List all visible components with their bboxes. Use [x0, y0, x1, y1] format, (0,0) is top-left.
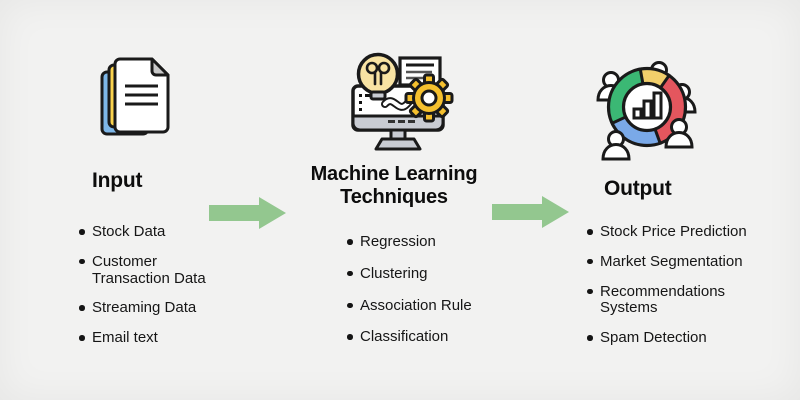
list-item: Email text [78, 329, 218, 347]
list-item: Spam Detection [586, 329, 771, 347]
output-section-title: Output [604, 177, 672, 200]
list-item: Streaming Data [78, 300, 218, 317]
monitor-bezel-dashes [388, 120, 415, 123]
bar-chart-icon [632, 91, 663, 120]
output-list: Stock Price Prediction Market Segmentati… [586, 223, 771, 360]
list-item: Classification [346, 329, 496, 346]
documents-stack-icon [100, 57, 170, 136]
list-item: Stock Price Prediction [586, 223, 771, 241]
list-item: Customer Transaction Data [78, 253, 218, 288]
list-item: Regression [346, 233, 496, 251]
ml-section-title: Machine Learning Techniques [310, 163, 478, 208]
input-section-title: Input [92, 169, 143, 192]
list-item: Clustering [346, 265, 496, 283]
machine-learning-icon [351, 52, 454, 151]
audience-analytics-icon [596, 61, 697, 161]
list-item: Recommendations Systems [586, 283, 771, 318]
list-item: Market Segmentation [586, 253, 771, 271]
right-arrow-icon [492, 196, 569, 228]
right-arrow-icon [209, 197, 286, 229]
list-item: Stock Data [78, 223, 218, 241]
bulb-filament [365, 61, 391, 86]
list-item: Association Rule [346, 297, 496, 315]
ml-list: Regression Clustering Association Rule C… [346, 233, 496, 361]
gear-icon [404, 73, 454, 123]
input-list: Stock Data Customer Transaction Data Str… [78, 223, 218, 360]
